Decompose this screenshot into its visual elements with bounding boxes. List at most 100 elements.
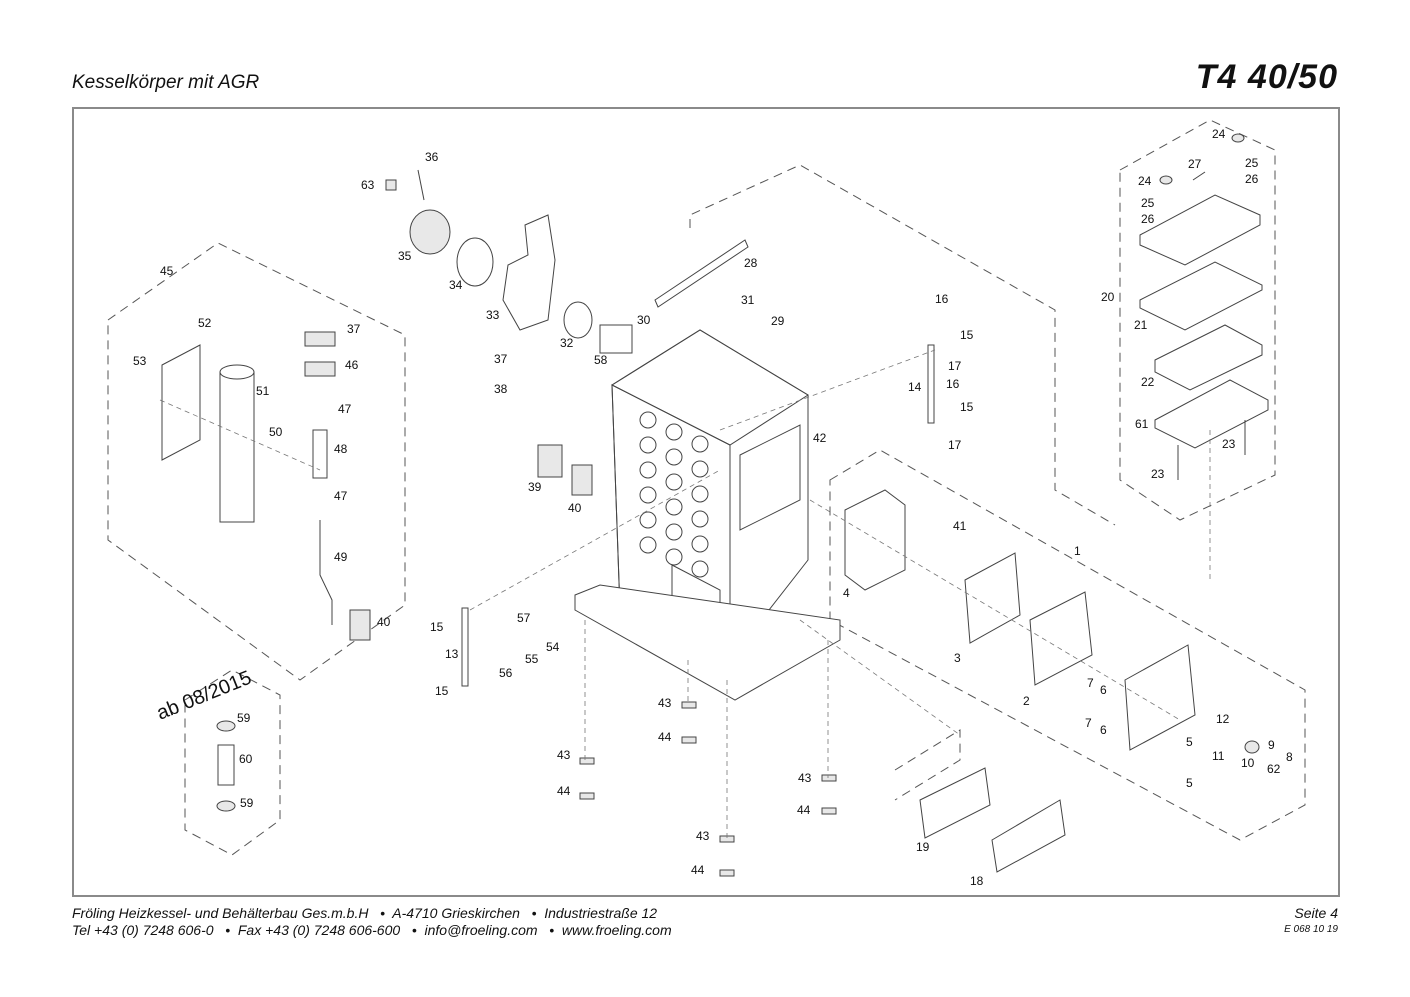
boiler-tube-opening	[639, 461, 657, 479]
boiler-tube-opening	[665, 473, 683, 491]
part-label: 25	[1245, 156, 1259, 170]
part-42-base-frame	[574, 584, 841, 701]
part-19-plate	[919, 767, 991, 839]
part-label: 43	[658, 696, 672, 710]
part-label: 7	[1085, 716, 1092, 730]
boiler-tube-opening	[691, 535, 709, 553]
part-label: 17	[948, 438, 962, 452]
part-21-gasket	[1139, 261, 1263, 331]
boiler-tubes	[639, 411, 709, 578]
part-label: 26	[1245, 172, 1259, 186]
part-label: 39	[528, 480, 542, 494]
footer-company-address: Fröling Heizkessel- und Behälterbau Ges.…	[72, 905, 658, 921]
group-outline-main	[689, 164, 1116, 526]
boiler-tube-opening	[665, 548, 683, 566]
leader-line	[159, 399, 321, 471]
model-designation: T4 40/50	[1195, 58, 1338, 96]
part-label: 29	[771, 314, 785, 328]
part-label: 12	[1216, 712, 1230, 726]
part-label: 56	[499, 666, 513, 680]
part-label: 23	[1151, 467, 1165, 481]
part-32-flange	[563, 301, 593, 339]
boiler-tube-opening	[665, 498, 683, 516]
boiler-tube-opening	[691, 510, 709, 528]
part-label: 5	[1186, 776, 1193, 790]
part-label: 47	[334, 489, 348, 503]
leader-line	[799, 619, 961, 736]
part-label: 20	[1101, 290, 1115, 304]
part-label: 6	[1100, 723, 1107, 737]
part-label: 37	[494, 352, 508, 366]
page-title: Kesselkörper mit AGR	[72, 72, 260, 93]
part-label: 58	[594, 353, 608, 367]
part-label: 52	[198, 316, 212, 330]
part-label: 15	[960, 400, 974, 414]
part-label: 1	[1074, 544, 1081, 558]
part-59-disc	[216, 800, 236, 812]
part-label: 17	[948, 359, 962, 373]
part-40-flange	[571, 464, 593, 496]
boiler-tube-opening	[639, 436, 657, 454]
boiler-tube-opening	[691, 435, 709, 453]
part-42-boiler-window	[739, 424, 801, 531]
part-33-blower-housing	[502, 214, 556, 331]
part-label: 59	[240, 796, 254, 810]
part-label: 37	[347, 322, 361, 336]
boiler-tube-opening	[639, 486, 657, 504]
part-label: 43	[557, 748, 571, 762]
part-24-knob	[1159, 175, 1173, 185]
part-43-foot	[821, 774, 837, 782]
part-43-foot	[579, 757, 595, 765]
part-27-pin	[1192, 171, 1206, 181]
part-label: 40	[377, 615, 391, 629]
part-label: 32	[560, 336, 574, 350]
part-10-handle	[1244, 740, 1260, 754]
part-44-foot	[681, 736, 697, 744]
part-44-foot	[821, 807, 837, 815]
part-label: 24	[1138, 174, 1152, 188]
part-label: 44	[691, 863, 705, 877]
part-label: 34	[449, 278, 463, 292]
part-label: 10	[1241, 756, 1255, 770]
part-label: 44	[797, 803, 811, 817]
part-43-foot	[681, 701, 697, 709]
boiler-tube-opening	[665, 523, 683, 541]
part-label: 50	[269, 425, 283, 439]
part-label: 30	[637, 313, 651, 327]
part-52-plate	[161, 344, 201, 461]
part-label: 13	[445, 647, 459, 661]
part-label: 35	[398, 249, 412, 263]
part-label: 18	[970, 874, 984, 888]
part-label: 49	[334, 550, 348, 564]
part-58-tube	[599, 324, 633, 354]
part-label: 15	[435, 684, 449, 698]
part-label: 6	[1100, 683, 1107, 697]
part-51-pipe-top	[219, 364, 255, 380]
part-label: 36	[425, 150, 439, 164]
part-label: 4	[843, 586, 850, 600]
part-label: 47	[338, 402, 352, 416]
part-46-sleeve	[304, 361, 336, 377]
part-44-foot	[579, 792, 595, 800]
part-63-clip	[385, 179, 397, 191]
part-40-flange-left	[349, 609, 371, 641]
part-label: 57	[517, 611, 531, 625]
part-label: 5	[1186, 735, 1193, 749]
part-label: 3	[954, 651, 961, 665]
footer-document-code: E 068 10 19	[1284, 924, 1338, 935]
group-outline-18-19	[894, 729, 961, 801]
part-2-gasket	[1029, 591, 1093, 686]
footer-page-number: Seite 4	[1294, 905, 1338, 921]
part-36-pin	[417, 169, 425, 201]
boiler-tube-opening	[665, 448, 683, 466]
part-48-spring	[312, 429, 328, 479]
part-label: 40	[568, 501, 582, 515]
part-label: 2	[1023, 694, 1030, 708]
part-4-box	[844, 489, 906, 591]
part-12-door	[1124, 644, 1196, 751]
part-59-disc	[216, 720, 236, 732]
part-35-fan-wheel	[409, 209, 451, 255]
part-label: 46	[345, 358, 359, 372]
part-42-boiler-top	[610, 329, 809, 446]
part-label: 53	[133, 354, 147, 368]
